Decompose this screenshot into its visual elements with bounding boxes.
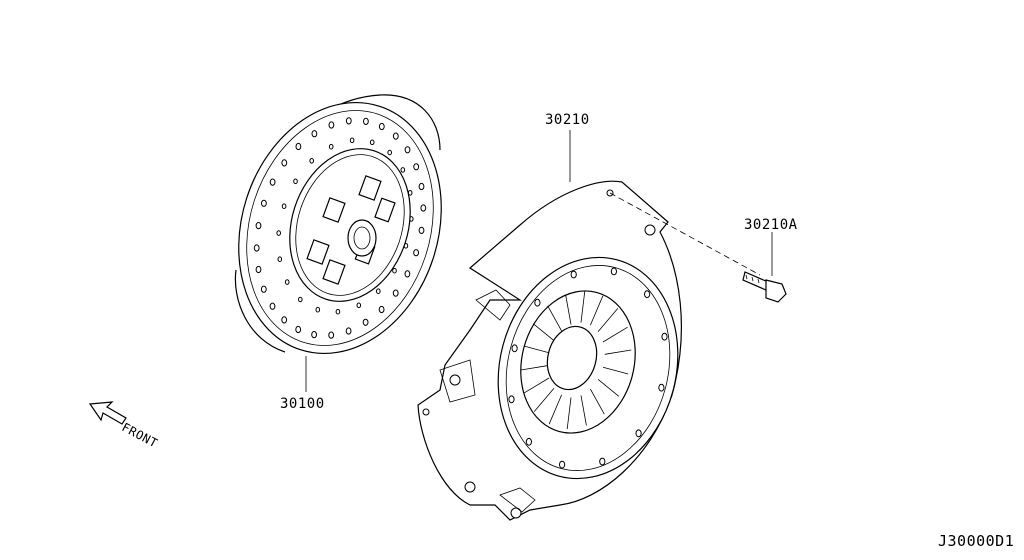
diaphragm-finger (532, 323, 555, 341)
diaphragm-finger (524, 377, 550, 394)
diaphragm-finger (590, 295, 604, 326)
diaphragm-finger (597, 379, 620, 397)
rivet-hole (253, 244, 260, 252)
diaphragm-finger (547, 305, 562, 332)
label-clutch-disc: 30100 (280, 396, 325, 412)
rivet-hole (644, 290, 651, 299)
rivet-hole (508, 395, 515, 404)
rivet-hole (392, 289, 399, 297)
rivet-hole (260, 285, 267, 293)
rivet-hole (269, 302, 276, 310)
pressure-plate-cover (417, 130, 682, 521)
rivet-hole (559, 460, 566, 469)
rivet-hole (362, 318, 369, 326)
rivet-hole (276, 230, 282, 236)
label-bolt: 30210A (744, 217, 798, 233)
rivet-hole (369, 139, 375, 146)
rivet-hole (293, 178, 298, 185)
rivet-hole (328, 331, 335, 339)
bolt (609, 192, 787, 303)
rivet-hole (413, 249, 420, 257)
rivet-hole (309, 158, 315, 164)
diaphragm-finger (604, 349, 632, 355)
rivet-hole (378, 305, 385, 314)
rivet-hole (404, 146, 411, 154)
diaphragm-finger (520, 365, 548, 371)
rivet-hole (511, 344, 518, 353)
splined-hub (347, 219, 377, 257)
rivet-hole (525, 437, 533, 446)
rivet-hole (378, 122, 385, 131)
rivet-hole (599, 457, 606, 466)
diaphragm-finger (590, 388, 605, 415)
diaphragm-finger (597, 308, 619, 333)
rivet-hole (404, 270, 411, 278)
cover-bolt-holes (508, 267, 668, 469)
diagram-code: J30000D1 (938, 532, 1015, 550)
diaphragm-finger (523, 345, 550, 354)
rivet-hole (363, 117, 369, 126)
clutch-disc (234, 94, 442, 392)
rivet-hole (281, 203, 287, 209)
rivet-hole (255, 265, 262, 274)
rivet-hole (281, 159, 288, 167)
rivet-hole (315, 306, 321, 313)
rivet-hole (277, 256, 283, 263)
rivet-hole (328, 143, 334, 150)
rivet-hole (420, 204, 427, 212)
rivet-hole (387, 149, 393, 156)
label-pressure-plate: 30210 (545, 112, 590, 128)
rivet-hole (295, 325, 302, 334)
rivet-hole (345, 327, 352, 335)
rivet-hole (311, 331, 318, 339)
rivet-hole (400, 167, 406, 173)
diaphragm-finger (602, 326, 628, 343)
diaphragm-finger (580, 395, 587, 426)
rivet-hole (328, 121, 335, 129)
rivet-hole (298, 296, 303, 303)
rivet-hole (658, 383, 665, 392)
clutch-disc-rivets (253, 117, 427, 339)
rivet-hole (418, 226, 425, 234)
rivet-hole (356, 302, 362, 309)
diaphragm-finger (533, 387, 555, 412)
rivet-hole (413, 163, 420, 171)
rivet-hole (255, 222, 262, 230)
rivet-hole (392, 132, 399, 140)
rivet-hole (610, 267, 618, 276)
rivet-hole (661, 332, 668, 341)
rivet-hole (376, 288, 381, 295)
rivet-hole (570, 270, 577, 279)
rivet-hole (534, 298, 541, 307)
rivet-hole (295, 142, 302, 151)
diaphragm-finger (602, 366, 629, 375)
rivet-hole (261, 199, 267, 207)
arrow-up-left-icon (88, 401, 127, 425)
rivet-hole (635, 429, 642, 438)
rivet-hole (335, 308, 341, 315)
rivet-hole (349, 137, 355, 144)
diaphragm-finger (566, 397, 572, 430)
diaphragm-finger (548, 394, 562, 425)
rivet-hole (281, 316, 288, 324)
rivet-hole (345, 117, 352, 125)
rivet-hole (418, 182, 425, 191)
rivet-hole (284, 279, 290, 285)
diaphragm-finger (565, 294, 572, 325)
rivet-hole (311, 130, 318, 138)
diaphragm-finger (580, 290, 586, 323)
rivet-hole (392, 267, 397, 274)
rivet-hole (269, 178, 276, 186)
diaphragm-fingers (520, 290, 632, 430)
